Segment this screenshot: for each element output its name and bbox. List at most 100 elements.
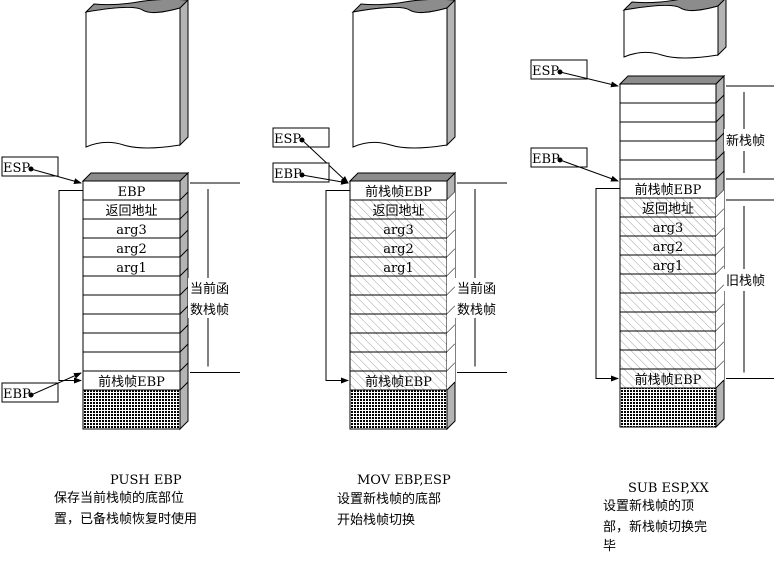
ebp-pointer-arrow <box>559 159 619 182</box>
stack-base-memory <box>82 389 181 430</box>
side-divider <box>179 381 189 391</box>
stack-slot <box>619 159 717 180</box>
stack-slot-label: EBP <box>118 185 146 200</box>
stack-slot <box>619 140 717 161</box>
label-bg <box>724 269 774 291</box>
frame-label: 数栈帧 <box>190 303 229 318</box>
saved-ebp-link-arrow <box>58 190 83 384</box>
stack-slot-label: arg3 <box>383 223 414 238</box>
stack-slot <box>619 311 717 332</box>
side-hatch <box>716 209 724 236</box>
stack-slot <box>349 351 448 372</box>
stack-slot <box>349 313 448 334</box>
paper-side-2 <box>717 0 727 57</box>
instruction-push-ebp: PUSH EBP <box>110 473 182 488</box>
side-divider <box>179 343 189 353</box>
side-divider <box>179 362 189 372</box>
frame-label: 当前函 <box>190 281 229 297</box>
stack-slot <box>619 273 717 294</box>
stack-slot <box>619 121 717 142</box>
stack-slot-label: 前栈帧EBP <box>365 184 432 200</box>
stack-slot <box>82 275 181 296</box>
side-divider <box>715 113 725 123</box>
stack-slot-label: arg2 <box>653 240 684 255</box>
stack-slot <box>82 370 181 391</box>
side-divider <box>179 191 189 201</box>
stack-slot <box>619 102 717 123</box>
stack-slot <box>619 349 717 370</box>
side-hatch <box>716 247 724 274</box>
side-hatch <box>716 285 724 312</box>
esp-register-box <box>530 59 588 80</box>
stack-slot-label: arg1 <box>653 259 684 274</box>
side-hatch <box>716 342 724 369</box>
stack-slot <box>619 83 717 104</box>
side-hatch <box>447 344 455 371</box>
side-divider <box>179 286 189 296</box>
stack-slot-label: 返回地址 <box>372 204 424 219</box>
esp-label: ESP <box>532 64 559 79</box>
side-divider <box>715 132 725 142</box>
side-divider <box>179 210 189 220</box>
frame-label: 当前函 <box>457 281 496 297</box>
side-hatch <box>447 211 455 238</box>
stack-top-face <box>81 172 190 182</box>
caption-line: 设置新栈帧的顶 <box>603 499 695 514</box>
side-divider <box>179 324 189 334</box>
stack-slot <box>349 332 448 353</box>
saved-ebp-link-arrow <box>595 188 620 382</box>
side-divider <box>715 170 725 180</box>
label-bg <box>188 278 232 318</box>
memory-paper-1 <box>352 6 448 149</box>
side-hatch <box>447 363 455 390</box>
ebp-register-box <box>1 382 59 403</box>
saved-ebp-link-arrow <box>325 190 350 384</box>
instruction-mov-ebp-esp: MOV EBP,ESP <box>357 473 451 488</box>
label-bg <box>455 278 499 318</box>
stack-slot <box>349 294 448 315</box>
side-hatch <box>716 323 724 350</box>
stack-top-face <box>618 75 726 85</box>
stack-base-memory <box>349 389 448 430</box>
stack-slot <box>619 330 717 351</box>
ebp-label: EBP <box>274 167 302 182</box>
esp-pointer-arrow <box>30 168 82 185</box>
ebp-label: EBP <box>532 152 560 167</box>
stack-slot-label: arg3 <box>116 223 147 238</box>
paper-side-1 <box>446 0 456 147</box>
stack-slot-label: 前栈帧EBP <box>98 374 165 390</box>
side-hatch <box>447 249 455 276</box>
side-hatch <box>447 268 455 295</box>
stack-slot <box>349 275 448 296</box>
ebp-pointer-arrow <box>301 174 349 185</box>
side-divider <box>446 381 456 391</box>
old-frame-label: 旧栈帧 <box>726 274 765 289</box>
stack-slot <box>82 313 181 334</box>
side-divider <box>715 379 725 389</box>
ebp-register-box <box>530 147 588 168</box>
esp-register-box <box>1 156 59 177</box>
esp-pointer-arrow <box>301 139 349 184</box>
side-divider <box>179 267 189 277</box>
stack-slot <box>82 332 181 353</box>
side-hatch <box>447 287 455 314</box>
stack-slot-label: 返回地址 <box>642 202 694 217</box>
stack-base-memory <box>619 387 717 428</box>
caption-line: 开始栈帧切换 <box>337 513 416 528</box>
side-hatch <box>447 306 455 333</box>
caption-line: 置，已备栈帧恢复时使用 <box>54 512 198 527</box>
ebp-pointer-arrow <box>30 372 82 396</box>
side-hatch <box>447 230 455 257</box>
frame-label: 数栈帧 <box>457 303 496 318</box>
stack-slot-label: arg1 <box>116 261 147 276</box>
side-divider <box>179 305 189 315</box>
side-hatch <box>716 190 724 217</box>
memory-paper-2 <box>623 4 719 59</box>
caption-line: 设置新栈帧的底部 <box>337 492 442 507</box>
side-hatch <box>716 361 724 388</box>
stack-slot-label: 返回地址 <box>105 204 157 219</box>
stack-slot-label: 前栈帧EBP <box>635 182 702 198</box>
memory-paper-0 <box>85 6 181 149</box>
